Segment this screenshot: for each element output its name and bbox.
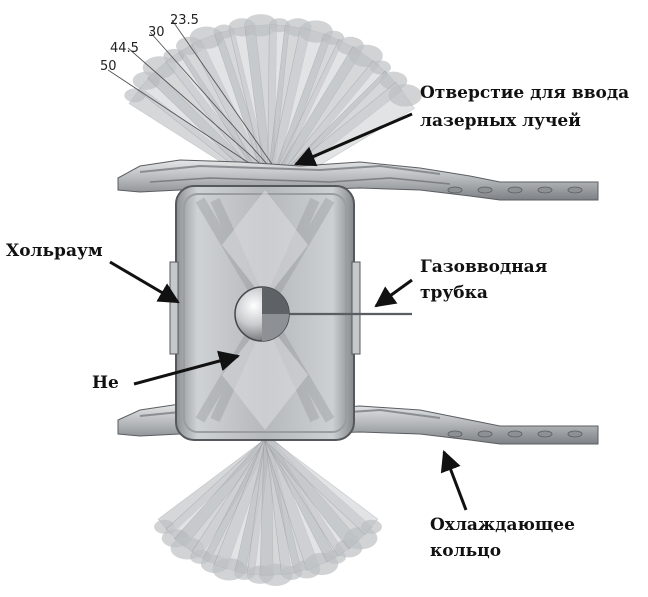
laser-beam-spot <box>361 520 382 534</box>
laser-entrance-label-line1: Отверстие для ввода <box>420 83 629 103</box>
cooling-ring-arrow <box>444 452 466 510</box>
hohlraum-label: Хольраум <box>6 241 103 261</box>
angle-label-30: 30 <box>148 25 165 40</box>
laser-entrance-label-line2: лазерных лучей <box>420 111 581 131</box>
cooling-ring-label-line2: кольцо <box>430 541 501 561</box>
angle-label-50: 50 <box>100 59 117 74</box>
hohlraum-arrow <box>110 262 178 302</box>
cooling-ring-label-line1: Охлаждающее <box>430 515 575 535</box>
lower-laser-beam-fan <box>154 437 382 586</box>
laser-beam-spot <box>370 60 391 74</box>
laser-beam-spot <box>388 84 422 106</box>
gas-tube-label-line1: Газовводная <box>420 257 547 277</box>
helium-label: He <box>92 373 119 393</box>
angle-label-44-5: 44.5 <box>110 41 139 56</box>
gas-tube-arrow <box>376 280 412 306</box>
angle-label-23-5: 23.5 <box>170 13 199 28</box>
gas-tube-label-line2: трубка <box>420 283 488 303</box>
